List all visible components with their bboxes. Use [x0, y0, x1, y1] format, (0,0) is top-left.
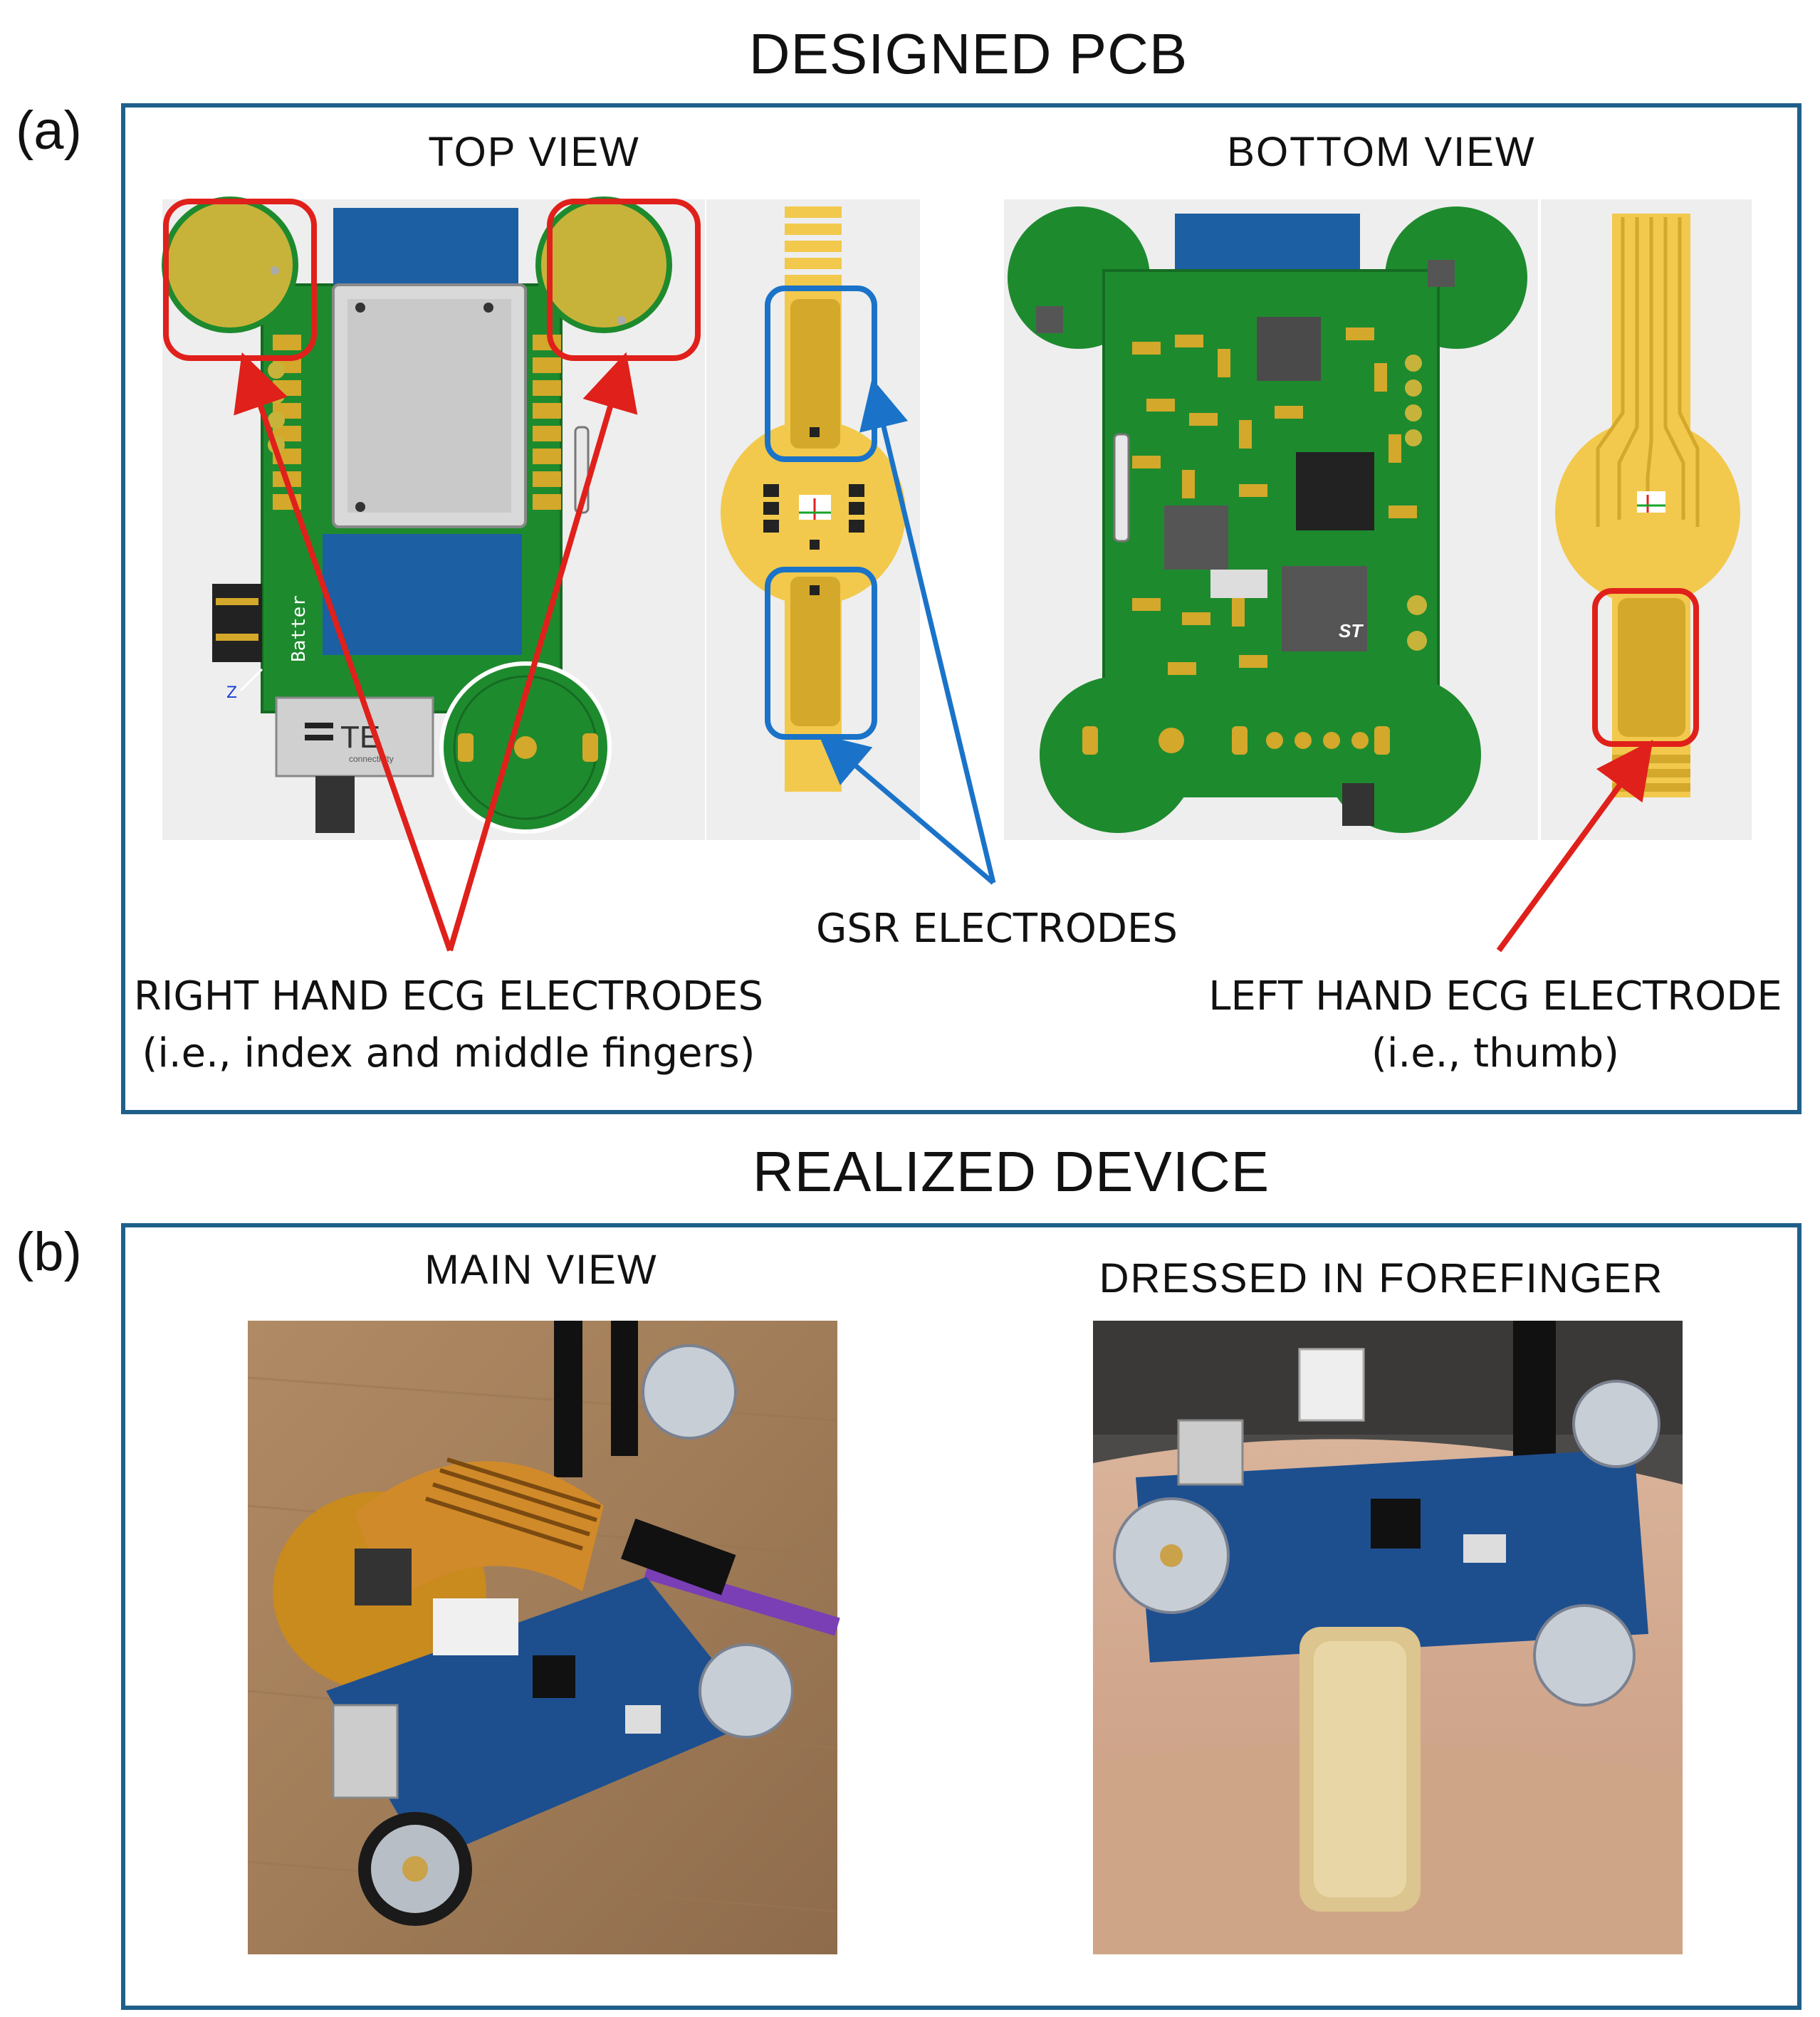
- st-logo: ST: [1339, 620, 1364, 641]
- gsr-electrodes-label: GSR ELECTRODES: [816, 906, 1178, 952]
- top-view-pcb-render: Batter TE connectivity Z: [162, 197, 672, 834]
- battery-silkscreen: Batter: [288, 595, 310, 662]
- right-ecg-highlight-right: [547, 199, 701, 361]
- svg-text:Z: Z: [226, 684, 237, 702]
- right-ecg-arrow-right: [447, 352, 638, 952]
- dressed-in-forefinger-photo: [1093, 1321, 1683, 1954]
- panel-a-heading: DESIGNED PCB: [748, 22, 1188, 85]
- dressed-in-forefinger-title: DRESSED IN FOREFINGER: [1099, 1255, 1664, 1301]
- bottom-ecg-pad-thumb: [1618, 598, 1685, 737]
- gsr-highlight-upper: [765, 285, 877, 462]
- panel-a-frame: [121, 103, 1801, 1114]
- right-ecg-label-line2: (i.e., index and middle fingers): [142, 1030, 755, 1076]
- panel-a-letter: (a): [16, 100, 82, 161]
- main-view-photo: [247, 1321, 840, 1954]
- right-ecg-label-line1: RIGHT HAND ECG ELECTRODES: [133, 973, 764, 1020]
- left-ecg-label-line2: (i.e., thumb): [1371, 1030, 1619, 1076]
- left-ecg-highlight: [1592, 588, 1699, 747]
- top-gsr-pad-lower: [790, 577, 840, 726]
- panel-b-frame: [121, 1223, 1801, 2010]
- bottom-flex-pcb-render: [1555, 214, 1740, 797]
- left-ecg-label-line1: LEFT HAND ECG ELECTRODE: [1208, 973, 1782, 1020]
- right-ecg-highlight-left: [163, 199, 317, 361]
- panel-b-letter: (b): [16, 1222, 82, 1282]
- bottom-view-title: BOTTOM VIEW: [1227, 129, 1536, 175]
- right-ecg-arrow-left: [234, 352, 453, 952]
- top-flex-pcb-render: [721, 206, 906, 792]
- gsr-highlight-lower: [765, 567, 877, 740]
- gsr-arrow-lower: [818, 733, 995, 885]
- top-gsr-pad-upper: [790, 299, 840, 449]
- bottom-view-pcb-render: ST: [1008, 206, 1527, 833]
- main-view-title: MAIN VIEW: [424, 1247, 658, 1293]
- gsr-arrow-upper: [859, 378, 996, 884]
- panel-b-heading: REALIZED DEVICE: [752, 1140, 1270, 1203]
- top-view-title: TOP VIEW: [428, 129, 640, 175]
- left-ecg-arrow: [1496, 740, 1653, 953]
